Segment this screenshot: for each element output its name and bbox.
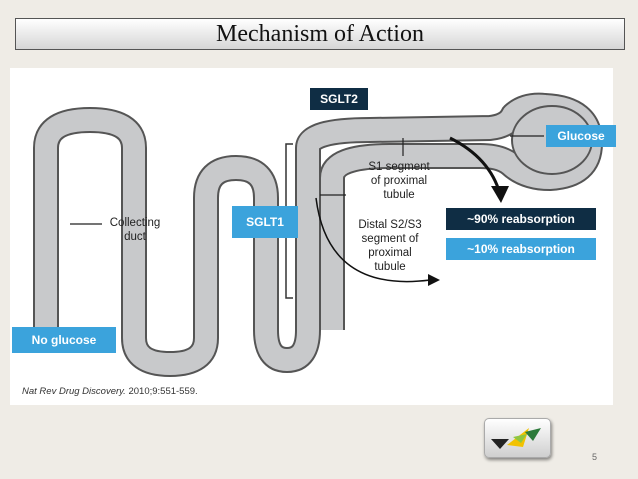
citation-details: 2010;9:551-559. (125, 386, 198, 397)
annotation-line: segment of (361, 233, 419, 245)
annotation-line: tubule (383, 189, 415, 201)
page-number: 5 (592, 452, 598, 462)
annotation-line: of proximal (370, 175, 428, 187)
sglt1-label: SGLT1 (232, 206, 298, 238)
reabsorption-90-label: ~90% reabsorption (446, 208, 596, 230)
slide-title: Mechanism of Action (15, 18, 625, 50)
sglt2-label: SGLT2 (310, 88, 368, 110)
distal-segment-annotation: Distal S2/S3 segment of proximal tubule (342, 218, 438, 274)
annotation-line: Distal S2/S3 (358, 219, 422, 231)
annotation-line: duct (124, 231, 146, 243)
collecting-duct-annotation: Collecting duct (96, 216, 174, 244)
annotation-line: proximal (368, 247, 412, 259)
reabsorption-10-label: ~10% reabsorption (446, 238, 596, 260)
annotation-line: Collecting (109, 217, 161, 229)
annotation-line: S1 segment (368, 161, 430, 173)
company-logo (484, 418, 551, 458)
reabsorption-90-arrowhead (491, 186, 509, 203)
logo-mark-icon (491, 428, 541, 449)
tubule-lumen (35, 94, 601, 375)
annotation-line: tubule (374, 261, 406, 273)
glucose-label: Glucose (546, 125, 616, 147)
citation: Nat Rev Drug Discovery. 2010;9:551-559. (22, 386, 198, 397)
sglt-mechanism-figure: SGLT2 SGLT1 Glucose No glucose ~90% reab… (10, 68, 616, 405)
reabsorption-10-arrowhead (428, 274, 440, 286)
reabsorption-10-arrow (315, 197, 431, 283)
citation-journal: Nat Rev Drug Discovery. (22, 386, 126, 397)
s1-segment-annotation: S1 segment of proximal tubule (344, 160, 454, 202)
no-glucose-label: No glucose (12, 327, 116, 353)
